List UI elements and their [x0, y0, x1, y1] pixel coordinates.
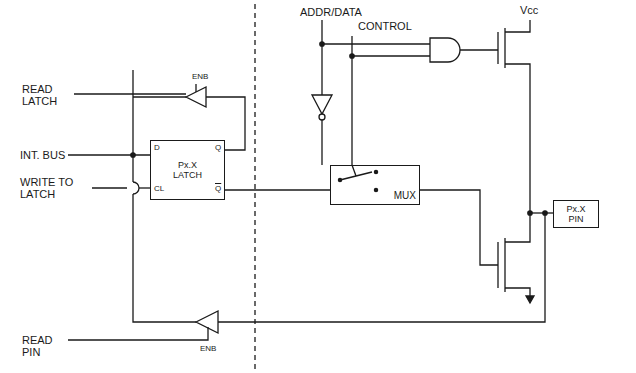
enable-label: ENB: [192, 72, 208, 81]
node-text: MUX: [394, 191, 416, 201]
signal-wire: [225, 189, 330, 190]
mux-box: MUX: [330, 165, 420, 205]
signal-name: INT. BUS: [20, 149, 65, 161]
signal-name: CONTROL: [358, 20, 412, 32]
pin-name: Q: [215, 143, 221, 152]
divider: [254, 4, 255, 370]
signal-name: ADDR/DATA: [300, 6, 362, 18]
enable-label: ENB: [200, 344, 216, 353]
pin-name: Q: [215, 184, 221, 193]
signal-name: WRITE TO LATCH: [20, 176, 90, 200]
signal-name: READ PIN: [22, 334, 66, 358]
pin-name: CL: [154, 184, 164, 193]
pin-name: D: [154, 143, 160, 152]
node-text: Px.X LATCH: [171, 160, 205, 180]
supply-name: Vcc: [520, 4, 538, 16]
signal-name: READ LATCH: [22, 83, 70, 107]
node-text: Px.X PIN: [561, 204, 591, 224]
pin-box: Px.X PIN: [553, 200, 599, 228]
